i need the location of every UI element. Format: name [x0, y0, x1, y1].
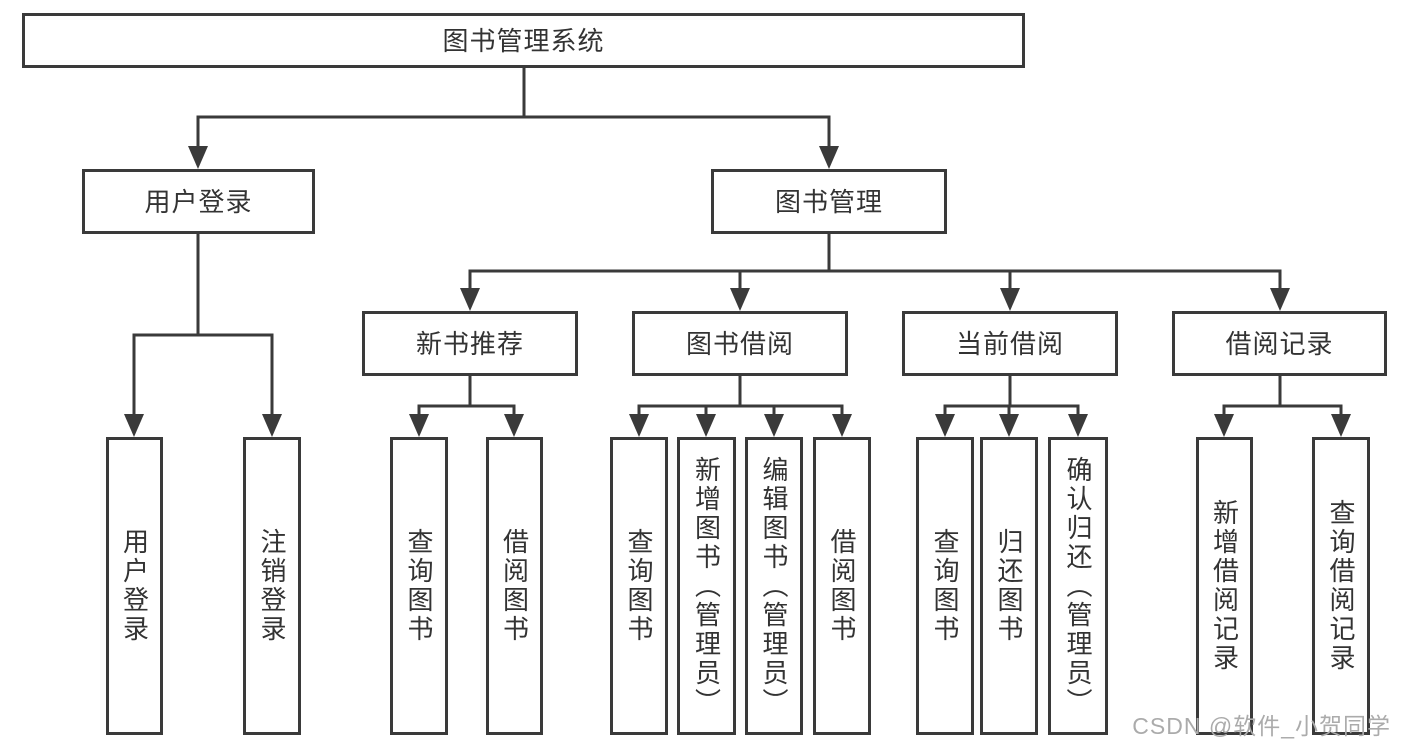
connector-user-login-children [124, 231, 282, 437]
node-new-book-recommend: 新书推荐 [362, 311, 578, 376]
leaf-borrow-borrow-book: 借阅图书 [813, 437, 871, 735]
leaf-logout: 注销登录 [243, 437, 301, 735]
node-library-management-system: 图书管理系统 [22, 13, 1025, 68]
leaf-current-confirm-return-admin: 确认归还（管理员） [1048, 437, 1108, 735]
leaf-recommend-borrow-book: 借阅图书 [486, 437, 543, 735]
connector-book-borrow-children [629, 374, 852, 437]
leaf-borrow-edit-book-admin: 编辑图书（管理员） [745, 437, 803, 735]
connector-new-book-recommend-children [409, 374, 524, 437]
leaf-records-add-record: 新增借阅记录 [1196, 437, 1253, 735]
leaf-user-login: 用户登录 [106, 437, 163, 735]
connector-root-to-level2 [188, 66, 839, 169]
node-user-login: 用户登录 [82, 169, 315, 234]
node-borrow-records: 借阅记录 [1172, 311, 1387, 376]
leaf-records-query-record: 查询借阅记录 [1312, 437, 1370, 735]
leaf-recommend-query-book: 查询图书 [390, 437, 448, 735]
leaf-borrow-add-book-admin: 新增图书（管理员） [677, 437, 736, 735]
node-book-management: 图书管理 [711, 169, 947, 234]
connector-current-borrow-children [935, 374, 1088, 437]
connector-borrow-records-children [1214, 374, 1351, 437]
connector-book-management-children [460, 231, 1290, 311]
leaf-current-return-book: 归还图书 [980, 437, 1038, 735]
leaf-borrow-query-book: 查询图书 [610, 437, 668, 735]
node-current-borrow: 当前借阅 [902, 311, 1118, 376]
leaf-current-query-book: 查询图书 [916, 437, 974, 735]
node-book-borrow: 图书借阅 [632, 311, 848, 376]
csdn-watermark: CSDN @软件_小贺同学 [1132, 713, 1391, 739]
